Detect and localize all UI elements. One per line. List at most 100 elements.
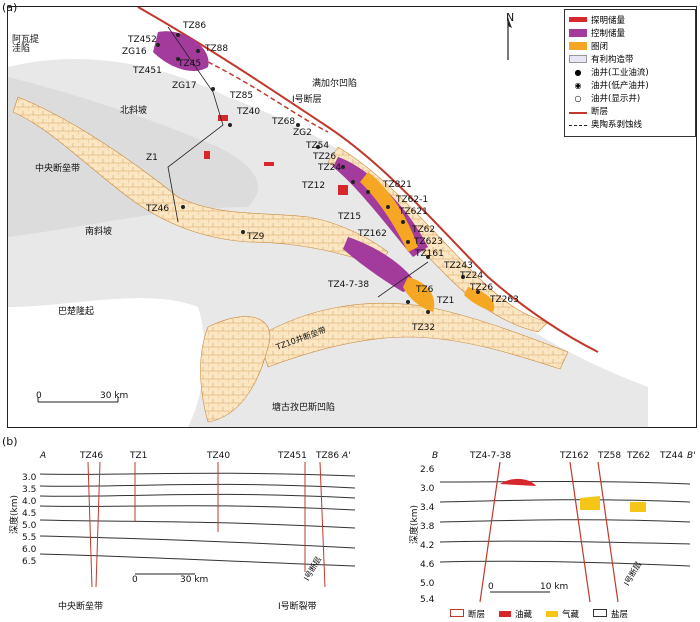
legend-well-industrial: ●油井(工业油流) <box>574 67 649 78</box>
well-label: TZ9 <box>247 232 265 242</box>
section-a-depth: 3.0 <box>22 473 37 483</box>
section-b-start: B <box>432 451 439 461</box>
panel-b-label: (b) <box>2 435 18 448</box>
section-a-depth: 3.5 <box>22 485 37 495</box>
fault-1 <box>137 7 599 353</box>
proven-reserve-3 <box>264 162 274 166</box>
legend-favorable: 有利构造带 <box>569 52 691 65</box>
section-b-well: TZ58 <box>598 451 622 461</box>
well-label: TZ243 <box>444 261 473 271</box>
section-a-depth: 5.0 <box>22 521 37 531</box>
trap-orange-3 <box>464 287 495 312</box>
well-label: TZ85 <box>230 91 254 101</box>
section-a-depth: 4.0 <box>22 497 37 507</box>
section-a-end: A' <box>342 451 351 461</box>
well-label: TZ54 <box>306 141 330 151</box>
panel-a-frame <box>7 6 697 428</box>
section-a-start: A <box>40 451 47 461</box>
fault-1-dash <box>207 61 329 133</box>
well-label: TZ68 <box>272 117 296 127</box>
trap-orange <box>360 172 418 252</box>
section-a-scale-km: 30 km <box>180 575 209 585</box>
section-a-depth: 5.5 <box>22 533 37 543</box>
structure-map <box>8 7 648 427</box>
well-label: TZ1 <box>437 296 455 306</box>
section-b-scale: 0 <box>488 582 494 592</box>
legend-box: 探明储量 控制储量 圈闭 有利构造带 ●油井(工业油流) ◉油井(低产油井) ○… <box>564 9 696 137</box>
legend-fault: 断层 <box>569 104 691 117</box>
well-label: ZG16 <box>122 47 147 57</box>
well-label: Z1 <box>146 153 158 163</box>
section-line-a <box>167 26 224 223</box>
section-b-depth: 3.4 <box>420 503 435 513</box>
well-label: TZ451 <box>133 66 162 76</box>
section-b-legend: 断层 油藏 气藏 盐层 <box>450 608 628 620</box>
section-a-depth: 6.5 <box>22 557 37 567</box>
north-arrow-icon <box>500 14 520 68</box>
tanggu-label: 塘古孜巴斯凹陷 <box>272 403 336 413</box>
legend-salt-item: 盐层 <box>593 608 628 620</box>
proven-reserve-2 <box>204 151 210 159</box>
central-fault-label: 中央断垒带 <box>35 164 81 174</box>
well-label: TZ46 <box>146 204 170 214</box>
legend-erosion: 奥陶系剥蚀线 <box>569 117 691 130</box>
well-label: TZ4-7-38 <box>328 280 370 290</box>
well-label: TZ62-1 <box>396 195 429 205</box>
legend-fault-item: 断层 <box>450 608 485 620</box>
well-label: TZ161 <box>415 249 444 259</box>
fault1-label: I号断层 <box>292 95 322 105</box>
well-label: TZ26 <box>313 152 337 162</box>
south-slope-label: 南斜坡 <box>85 227 113 237</box>
well-label: TZ263 <box>490 295 519 305</box>
section-b-depth: 5.4 <box>420 595 435 605</box>
well-label: TZ86 <box>183 21 207 31</box>
well-label: TZ162 <box>358 229 387 239</box>
well-label: TZ12 <box>302 181 326 191</box>
legend-well-low: ◉油井(低产油井) <box>574 80 649 91</box>
section-b-depth: 4.6 <box>420 560 435 570</box>
well-label: TZ621 <box>399 207 428 217</box>
controlled-reserve-se <box>343 237 418 292</box>
legend-well-show: ○油井(显示井) <box>574 93 641 104</box>
section-b-well: TZ62 <box>627 451 651 461</box>
well-label: TZ15 <box>338 212 362 222</box>
well-label: TZ26 <box>470 283 494 293</box>
section-a-well: TZ451 <box>278 451 307 461</box>
manjiaer-label: 满加尔凹陷 <box>312 79 358 89</box>
legend-proven: 探明储量 <box>569 13 691 26</box>
section-a-depth: 4.5 <box>22 509 37 519</box>
well-label: TZ62 <box>412 225 436 235</box>
well-label: TZ821 <box>383 180 412 190</box>
north-slope-label: 北斜坡 <box>120 106 148 116</box>
scale-bar-a <box>37 397 119 403</box>
section-a-depth: 6.0 <box>22 545 37 555</box>
north-label: N <box>506 11 515 24</box>
section-b-well: TZ4-7-38 <box>470 451 512 461</box>
proven-reserve-4 <box>338 185 348 195</box>
well-label: TZ24 <box>318 163 342 173</box>
well-label: TZ623 <box>414 237 443 247</box>
legend-gas-item: 气藏 <box>546 608 579 620</box>
well-label: TZ24 <box>460 271 484 281</box>
proven-reserve-1 <box>218 115 228 121</box>
section-b-end: B' <box>687 451 696 461</box>
section-a-bottom-left: 中央断垒带 <box>58 602 104 612</box>
section-b-well: TZ44 <box>660 451 684 461</box>
scale-zero-a: 0 <box>36 391 42 401</box>
legend-controlled: 控制储量 <box>569 26 691 39</box>
section-a-bottom-right: I号断裂带 <box>278 602 317 612</box>
well-label: TZ6 <box>416 285 434 295</box>
bachu-label: 巴楚隆起 <box>58 307 95 317</box>
south-lobe <box>200 316 271 423</box>
section-b-depth: 4.2 <box>420 541 435 551</box>
well-label: TZ45 <box>178 59 202 69</box>
well-label: ZG2 <box>293 128 312 138</box>
section-a-well: TZ86 <box>316 451 340 461</box>
controlled-reserve-nw <box>153 31 209 72</box>
section-b-depth: 3.8 <box>420 522 435 532</box>
well-label: TZ88 <box>205 44 229 54</box>
north-slope-gray <box>8 77 258 237</box>
well-label: TZ32 <box>412 323 436 333</box>
well-label: TZ40 <box>237 107 261 117</box>
section-a-well: TZ1 <box>130 451 148 461</box>
